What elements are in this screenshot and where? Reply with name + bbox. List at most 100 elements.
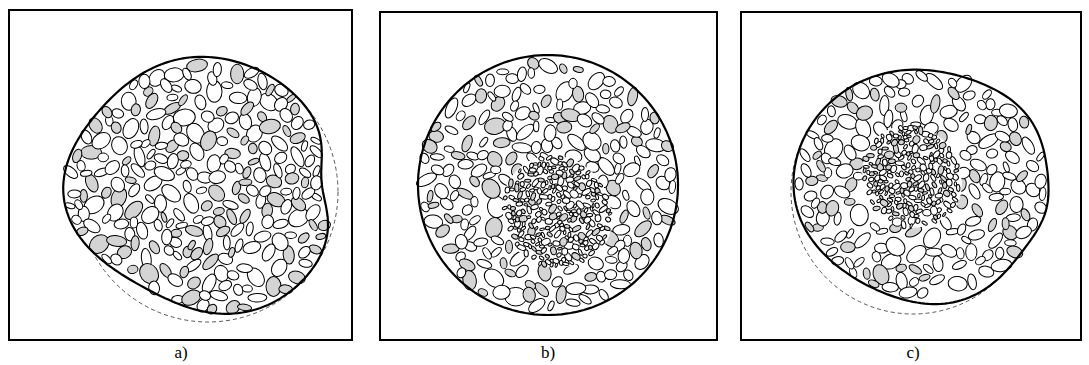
- aggregate-grain: [239, 100, 256, 118]
- aggregate-grain: [906, 135, 911, 138]
- aggregate-grain: [477, 108, 492, 126]
- aggregate-grain: [1039, 187, 1047, 201]
- aggregate-grain: [663, 167, 677, 183]
- aggregate-grain: [272, 218, 289, 230]
- aggregate-grain: [443, 212, 455, 224]
- aggregate-grain: [634, 143, 652, 160]
- aggregate-grain: [562, 248, 568, 255]
- aggregate-grain: [590, 199, 595, 203]
- aggregate-grain: [545, 259, 552, 266]
- aggregate-grain: [895, 263, 907, 273]
- aggregate-grain: [460, 134, 475, 153]
- aggregate-grain: [932, 255, 945, 272]
- aggregate-grain: [619, 136, 627, 149]
- aggregate-grain: [906, 151, 910, 156]
- aggregate-grain: [903, 144, 908, 150]
- aggregate-grain: [939, 180, 942, 185]
- aggregate-grain: [225, 126, 240, 140]
- aggregate-grain: [895, 103, 907, 112]
- aggregate-grain: [881, 138, 884, 143]
- aggregate-grain: [280, 188, 291, 195]
- aggregate-grain: [492, 284, 511, 300]
- aggregate-grain: [986, 148, 999, 159]
- aggregate-grain: [551, 184, 555, 189]
- aggregate-grain: [458, 159, 474, 169]
- aggregate-grain: [1019, 135, 1037, 156]
- aggregate-grain: [951, 191, 957, 197]
- aggregate-grain: [187, 239, 197, 251]
- aggregate-grain: [549, 185, 551, 189]
- aggregate-grain: [530, 204, 539, 210]
- aggregate-grain: [645, 163, 660, 180]
- aggregate-grain: [889, 194, 895, 197]
- aggregate-grain: [501, 110, 515, 123]
- aggregate-grain: [296, 231, 311, 245]
- aggregate-grain: [894, 179, 899, 184]
- aggregate-grain: [560, 194, 565, 199]
- aggregate-grain: [878, 149, 883, 155]
- aggregate-grain: [629, 241, 644, 260]
- aggregate-grain: [296, 244, 312, 260]
- aggregate-grain: [79, 128, 94, 146]
- aggregate-grain: [520, 181, 525, 187]
- aggregate-grain: [222, 159, 238, 175]
- aggregate-grain: [292, 187, 301, 200]
- aggregate-grain: [247, 157, 260, 166]
- aggregate-grain: [490, 166, 500, 174]
- aggregate-grain: [290, 103, 300, 116]
- aggregate-grain: [573, 212, 579, 217]
- aggregate-grain: [966, 273, 977, 290]
- aggregate-grain: [182, 179, 193, 193]
- aggregate-grain: [449, 189, 461, 202]
- aggregate-grain: [898, 286, 918, 300]
- aggregate-grain: [599, 239, 606, 246]
- aggregate-grain: [668, 180, 676, 194]
- aggregate-grain: [533, 121, 539, 132]
- aggregate-grain: [531, 141, 542, 153]
- aggregate-grain: [815, 159, 827, 173]
- aggregate-grain: [930, 206, 938, 216]
- aggregate-grain: [600, 90, 611, 99]
- aggregate-grain: [915, 218, 920, 224]
- aggregate-grain: [1002, 161, 1010, 173]
- aggregate-grain: [130, 103, 141, 117]
- aggregate-grain: [258, 118, 281, 136]
- aggregate-grain: [499, 257, 507, 269]
- aggregate-grain: [515, 184, 519, 192]
- aggregate-grain: [533, 187, 538, 190]
- aggregate-grain: [546, 202, 553, 206]
- aggregate-grain: [581, 174, 586, 179]
- aggregate-grain: [608, 95, 625, 110]
- aggregate-grain: [140, 119, 149, 135]
- aggregate-grain: [873, 206, 881, 211]
- aggregate-grain: [468, 174, 482, 188]
- aggregate-grain: [555, 211, 561, 217]
- aggregate-grain: [540, 181, 546, 188]
- damaged-core: [502, 156, 611, 269]
- aggregate-grain: [901, 220, 907, 229]
- aggregate-grain: [558, 63, 569, 75]
- aggregate-grain: [550, 246, 557, 255]
- aggregate-grain: [875, 191, 879, 196]
- specimen-body: [794, 70, 1049, 304]
- aggregate-grain: [964, 215, 982, 228]
- aggregate-grain: [609, 139, 621, 153]
- aggregate-grain: [540, 247, 547, 254]
- aggregate-grain: [231, 64, 244, 84]
- aggregate-grain: [130, 217, 138, 228]
- aggregate-grain: [536, 55, 560, 76]
- aggregate-grain: [525, 179, 531, 182]
- aggregate-grain: [994, 129, 1012, 144]
- aggregate-grain: [854, 103, 875, 122]
- aggregate-grain: [1002, 171, 1017, 182]
- aggregate-grain: [582, 253, 588, 258]
- aggregate-grain: [882, 282, 899, 292]
- aggregate-grain: [161, 229, 172, 245]
- aggregate-grain: [611, 151, 627, 166]
- aggregate-grain: [1019, 207, 1032, 222]
- aggregate-grain: [177, 93, 189, 107]
- aggregate-grain: [125, 176, 137, 184]
- aggregate-grain: [920, 202, 926, 207]
- aggregate-grain: [536, 198, 543, 205]
- aggregate-grain: [581, 187, 592, 196]
